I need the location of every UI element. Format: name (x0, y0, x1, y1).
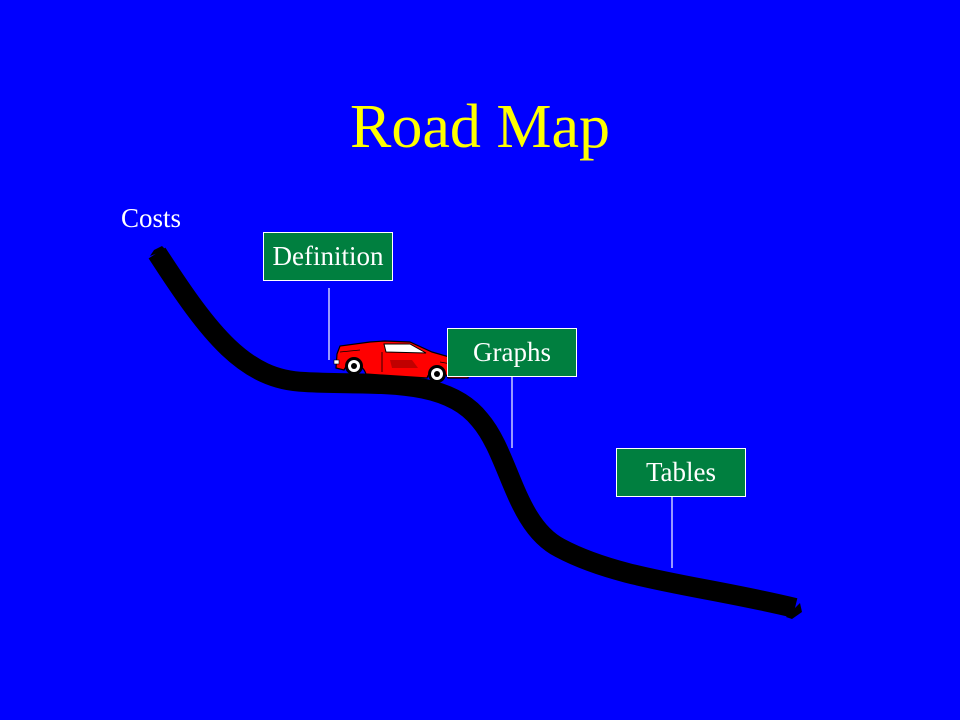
costs-label: Costs (121, 203, 182, 233)
slide-title: Road Map (349, 93, 611, 161)
road-icon (148, 247, 798, 618)
tables-sign: Tables (616, 448, 746, 497)
road-end-cap (786, 603, 802, 619)
rear-wheel-icon (345, 357, 363, 375)
front-wheel-icon (428, 365, 446, 383)
road-start-cap (150, 246, 166, 256)
graphs-sign: Graphs (447, 328, 577, 377)
definition-sign: Definition (263, 232, 393, 281)
sports-car-icon (333, 340, 471, 383)
